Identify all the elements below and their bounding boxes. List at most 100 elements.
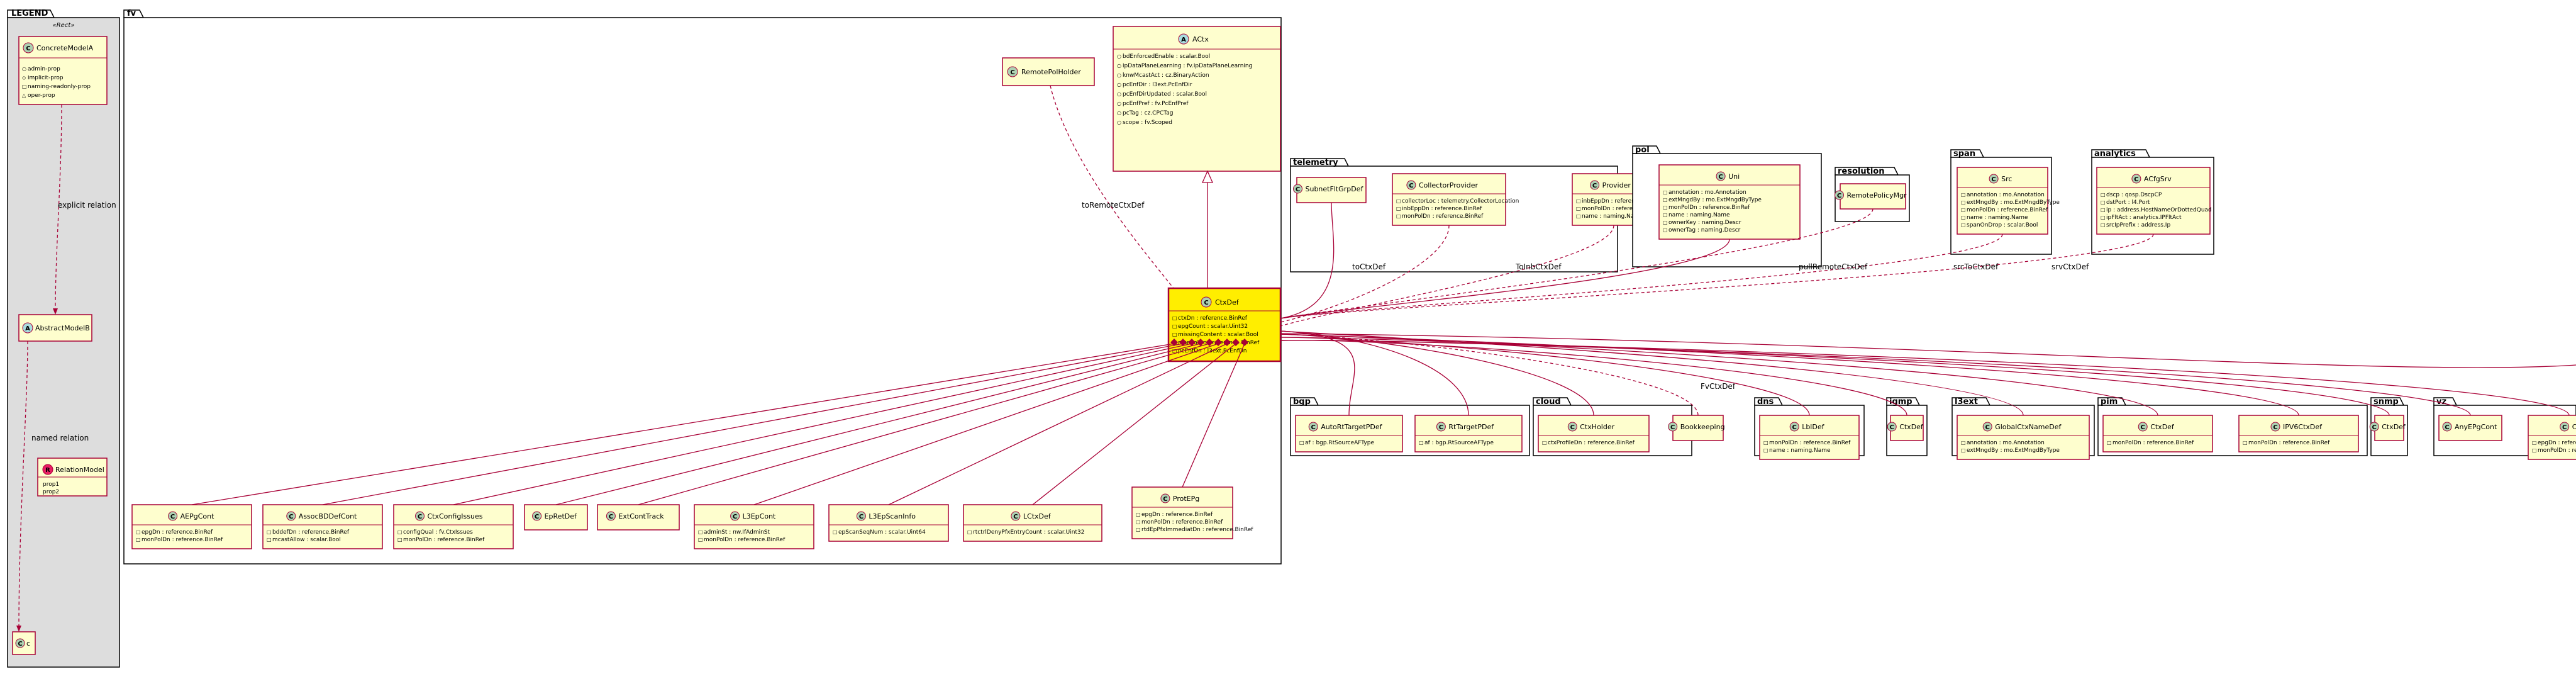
- svg-text:□: □: [2101, 199, 2106, 205]
- class-name: ExtContTrack: [618, 512, 664, 520]
- svg-text:□: □: [2101, 215, 2106, 220]
- class-attr: scope : fv.Scoped: [1123, 120, 1172, 126]
- class-attr: monPolDn : reference.BinRef: [2248, 440, 2330, 446]
- class-attr: ownerKey : naming.Descr: [1668, 220, 1741, 226]
- class-abstract-model-b[interactable]: A AbstractModelB: [18, 314, 92, 342]
- class-attr: af : bgp.RtSourceAFType: [1305, 440, 1374, 446]
- svg-text:□: □: [967, 529, 972, 535]
- class-name: SubnetFltGrpDef: [1306, 185, 1364, 193]
- class-attr: af : bgp.RtSourceAFType: [1424, 440, 1494, 446]
- named-relation-line: [18, 340, 28, 629]
- class-name: ConcreteModelA: [36, 44, 94, 52]
- svg-text:□: □: [1961, 199, 1966, 205]
- class-attr: inbEppDn : reference.BinRef: [1582, 198, 1662, 205]
- class-name: RelationModel: [55, 466, 104, 474]
- rel-top-0-0: [1280, 202, 1335, 319]
- class-c-node[interactable]: C c: [12, 631, 36, 655]
- svg-text:□: □: [1172, 315, 1177, 321]
- named-relation-label: named relation: [31, 434, 89, 442]
- class-attr: collectorLoc : telemetry.CollectorLocati…: [1402, 198, 1519, 205]
- rel-composition: [888, 343, 1228, 505]
- class-actx[interactable]: A ACtx ○bdEnforcedEnable : scalar.Bool○i…: [1113, 26, 1281, 172]
- svg-text:□: □: [2532, 440, 2537, 446]
- class-name: CtxDef: [2382, 423, 2406, 431]
- svg-text:□: □: [1396, 213, 1401, 219]
- package-title: bgp: [1293, 397, 1311, 407]
- class-name: ACtx: [1192, 35, 1209, 43]
- class-name: Uni: [1728, 172, 1740, 181]
- legend-subtitle: «Rect»: [53, 22, 75, 29]
- class-badge: C: [859, 514, 863, 520]
- rel-to-remote-ctx-def: [1050, 85, 1174, 289]
- svg-text:□: □: [1663, 227, 1668, 233]
- class-ctx-def[interactable]: C CtxDef □ctxDn : reference.BinRef□epgCo…: [1167, 287, 1282, 362]
- svg-text:□: □: [2101, 192, 2106, 198]
- rel-exit-right: [1280, 333, 2576, 368]
- class-name: RemotePolicyMgr: [1847, 191, 1907, 199]
- class-badge: C: [535, 514, 539, 520]
- class-relation-model[interactable]: R RelationModel prop1 prop2: [37, 458, 108, 497]
- svg-text:□: □: [1542, 440, 1547, 446]
- class-attr: missingContent : scalar.Bool: [1178, 332, 1258, 338]
- svg-text:□: □: [1961, 440, 1966, 446]
- class-name: AssocBDDefCont: [299, 512, 357, 520]
- rel-label-toinbctxdef: ToInbCtxDef: [1515, 262, 1562, 271]
- svg-text:△: △: [22, 93, 26, 98]
- class-attr: extMngdBy : mo.ExtMngdByType: [1967, 199, 2060, 206]
- rel-top-3-0: [1280, 233, 2003, 319]
- class-remote-pol-holder[interactable]: C RemotePolHolder: [1002, 57, 1095, 86]
- rel-bottom-2-0: [1280, 337, 1810, 416]
- class-attr: ctxProfileDn : reference.BinRef: [1548, 440, 1635, 446]
- svg-text:□: □: [1172, 323, 1177, 329]
- class-attr: monPolDn : reference.BinRef: [403, 537, 485, 543]
- class-c[interactable]: CC□epgDn : reference□monPolDn : referenc…: [2528, 415, 2576, 460]
- rel-label-srctoctxdef: srcToCtxDef: [1953, 262, 1999, 271]
- svg-text:□: □: [22, 84, 27, 89]
- svg-text:□: □: [397, 537, 402, 542]
- class-attr: ipDataPlaneLearning : fv.ipDataPlaneLear…: [1123, 63, 1252, 69]
- class-badge: C: [1013, 514, 1018, 520]
- class-badge: C: [1439, 424, 1443, 431]
- class-subnetfltgrpdef[interactable]: C SubnetFltGrpDef: [1293, 177, 1367, 203]
- rel-label-srvctxdef: srvCtxDef: [2051, 262, 2089, 271]
- svg-text:□: □: [1663, 197, 1668, 203]
- svg-text:□: □: [1136, 519, 1141, 525]
- class-attr: pcEnfDirUpdated : scalar.Bool: [1123, 91, 1207, 98]
- package-title: snmp: [2373, 397, 2399, 407]
- class-badge: C: [1718, 174, 1723, 181]
- class-concrete-model-a[interactable]: C ConcreteModelA ○ admin-prop ◇ implicit…: [18, 36, 108, 105]
- class-name: LCtxDef: [1023, 512, 1052, 520]
- class-badge: C: [1296, 186, 1300, 193]
- svg-text:○: ○: [1117, 101, 1121, 106]
- class-attr: monPolDn : reference.BinRef: [2112, 440, 2194, 446]
